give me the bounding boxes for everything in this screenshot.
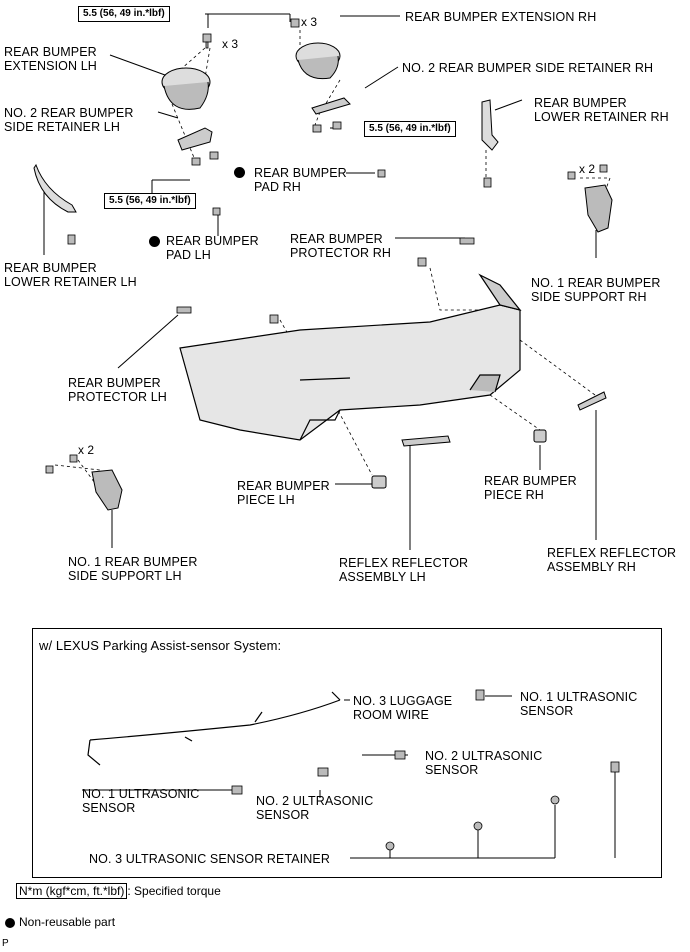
label-reflector-rh: REFLEX REFLECTOR ASSEMBLY RH — [547, 546, 677, 574]
label-no2-side-retainer-rh: NO. 2 REAR BUMPER SIDE RETAINER RH — [402, 61, 654, 75]
parking-assist-system-box — [32, 628, 662, 878]
label-pad-rh: REAR BUMPER PAD RH — [254, 166, 347, 194]
label-no1-side-support-rh: NO. 1 REAR BUMPER SIDE SUPPORT RH — [531, 276, 661, 304]
label-piece-lh: REAR BUMPER PIECE LH — [237, 479, 330, 507]
system-box-title: w/ LEXUS Parking Assist-sensor System: — [39, 638, 282, 653]
corner-mark: P — [2, 938, 9, 949]
label-no1-sensor-right: NO. 1 ULTRASONIC SENSOR — [520, 690, 638, 718]
non-reusable-mark-pad-rh — [234, 167, 245, 178]
label-reflector-lh: REFLEX REFLECTOR ASSEMBLY LH — [339, 556, 469, 584]
non-reusable-mark-pad-lh — [149, 236, 160, 247]
quantity-x2-right: x 2 — [579, 162, 596, 176]
label-protector-rh: REAR BUMPER PROTECTOR RH — [290, 232, 391, 260]
quantity-x3-right: x 3 — [301, 15, 318, 29]
label-no2-sensor-left: NO. 2 ULTRASONIC SENSOR — [256, 794, 374, 822]
torque-spec-right: 5.5 (56, 49 in.*lbf) — [364, 121, 456, 137]
torque-spec-left: 5.5 (56, 49 in.*lbf) — [104, 193, 196, 209]
label-pad-lh: REAR BUMPER PAD LH — [166, 234, 259, 262]
quantity-x3-left: x 3 — [222, 37, 239, 51]
label-no1-sensor-left: NO. 1 ULTRASONIC SENSOR — [82, 787, 200, 815]
label-lower-retainer-lh: REAR BUMPER LOWER RETAINER LH — [4, 261, 137, 289]
legend-torque-desc: : Specified torque — [127, 884, 221, 898]
label-rear-bumper-extension-lh: REAR BUMPER EXTENSION LH — [4, 45, 97, 73]
label-no1-side-support-lh: NO. 1 REAR BUMPER SIDE SUPPORT LH — [68, 555, 198, 583]
legend-torque-unit: N*m (kgf*cm, ft.*lbf) — [16, 883, 128, 899]
label-piece-rh: REAR BUMPER PIECE RH — [484, 474, 577, 502]
legend-torque: N*m (kgf*cm, ft.*lbf): Specified torque — [16, 883, 221, 899]
legend-non-reusable: Non-reusable part — [19, 915, 116, 929]
label-rear-bumper-extension-rh: REAR BUMPER EXTENSION RH — [405, 10, 597, 24]
label-no2-sensor-right: NO. 2 ULTRASONIC SENSOR — [425, 749, 543, 777]
torque-spec-top: 5.5 (56, 49 in.*lbf) — [78, 6, 170, 22]
legend-non-reusable-icon — [5, 918, 15, 928]
label-protector-lh: REAR BUMPER PROTECTOR LH — [68, 376, 167, 404]
quantity-x2-left: x 2 — [78, 443, 95, 457]
label-lower-retainer-rh: REAR BUMPER LOWER RETAINER RH — [534, 96, 669, 124]
label-luggage-room-wire: NO. 3 LUGGAGE ROOM WIRE — [353, 694, 453, 722]
label-sensor-retainer: NO. 3 ULTRASONIC SENSOR RETAINER — [89, 852, 330, 866]
label-no2-side-retainer-lh: NO. 2 REAR BUMPER SIDE RETAINER LH — [4, 106, 134, 134]
